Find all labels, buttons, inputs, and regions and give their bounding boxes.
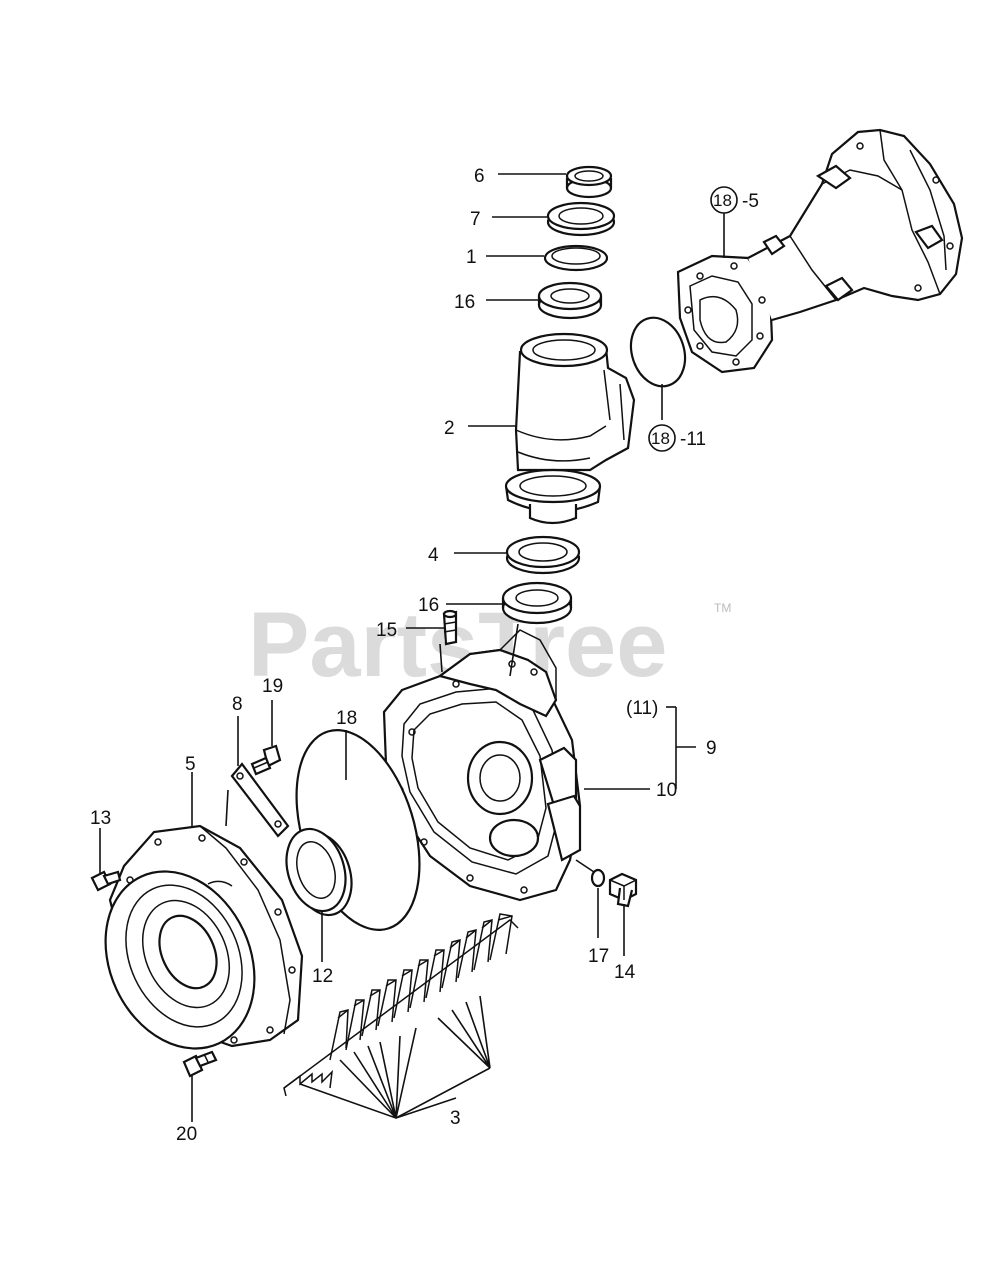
part-3-friction-plates (283, 913, 519, 1097)
callout-5: 5 (185, 754, 196, 775)
callout-7: 7 (470, 209, 481, 230)
callout-16-upper: 16 (454, 292, 475, 313)
part-6-collar (565, 165, 613, 199)
callout-11: (11) (626, 698, 658, 719)
callout-16-lower: 16 (418, 595, 439, 616)
callout-1: 1 (466, 247, 477, 268)
callout-9: 9 (706, 738, 717, 759)
callout-15: 15 (376, 620, 397, 641)
callout-10: 10 (656, 780, 677, 801)
leader-lines (99, 173, 725, 1122)
part-1-shim-ring (543, 244, 609, 272)
callout-18-5-circle (710, 186, 738, 214)
callout-18-11-suffix: -11 (680, 429, 706, 450)
callout-18: 18 (336, 708, 357, 729)
callout-3: 3 (450, 1108, 461, 1129)
part-15-breather (442, 609, 458, 646)
part-17-washer (590, 868, 606, 888)
callout-18-5-number: 18 (713, 191, 732, 210)
part-4-bearing-cup (505, 535, 581, 575)
part-14-drain-plug (608, 872, 638, 908)
callout-8: 8 (232, 694, 243, 715)
part-20-bolt (182, 1050, 218, 1078)
part-8-lock-plate (230, 762, 290, 838)
part-2-steering-case (504, 332, 636, 525)
callout-20: 20 (176, 1124, 197, 1145)
callout-4: 4 (428, 545, 439, 566)
callout-18-11-number: 18 (651, 429, 670, 448)
part-16-bearing-lower (501, 581, 573, 625)
callout-13: 13 (90, 808, 111, 829)
part-13-bolt (90, 870, 122, 892)
part-10-gear-case (382, 629, 582, 902)
part-5-cover (104, 824, 304, 1050)
callout-2: 2 (444, 418, 455, 439)
callout-19: 19 (262, 676, 283, 697)
watermark-trademark: TM (714, 601, 731, 615)
callout-17: 17 (588, 946, 609, 967)
part-16-bearing-upper (537, 281, 603, 320)
callout-18-11-circle (648, 424, 676, 452)
callout-6: 6 (474, 166, 485, 187)
part-18-5-axle-housing (676, 128, 964, 374)
part-19-bolt (250, 744, 282, 776)
part-18-11-o-ring (629, 316, 687, 388)
part-12-oil-seal (285, 827, 353, 917)
callout-18-5-suffix: -5 (742, 191, 759, 212)
callout-14: 14 (614, 962, 636, 983)
callout-12: 12 (312, 966, 333, 987)
part-7-bearing-race (546, 201, 616, 237)
